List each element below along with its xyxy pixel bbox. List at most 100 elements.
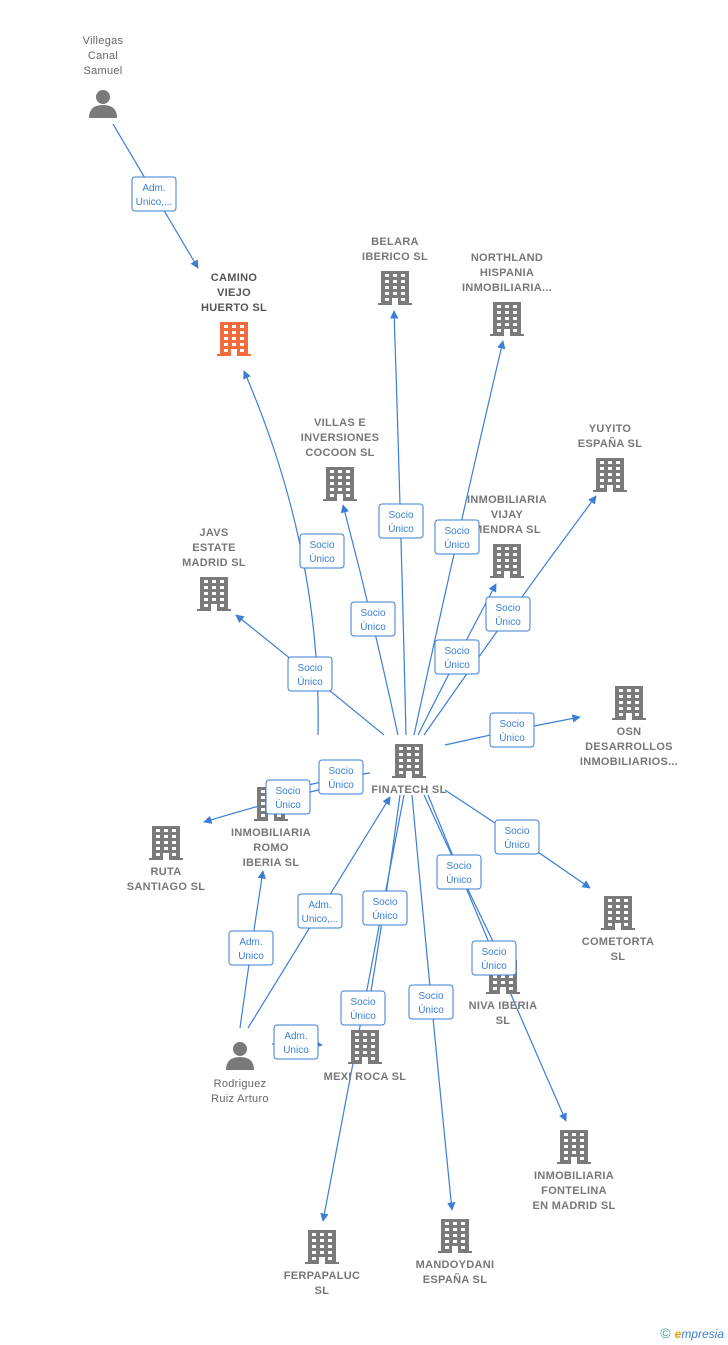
- building-icon: [438, 1219, 472, 1253]
- node-label: EN MADRID SL: [532, 1200, 615, 1212]
- relation-badge-text: Único: [388, 522, 414, 535]
- node-label: INMOBILIARIA: [231, 827, 311, 839]
- relation-badge-text: Único: [297, 675, 323, 688]
- relation-badge-text: Unico: [238, 951, 264, 962]
- node-label: JAVS: [199, 527, 228, 539]
- node-mandoydani[interactable]: MANDOYDANI ESPAÑA SL: [416, 1219, 495, 1286]
- node-northland[interactable]: NORTHLANDHISPANIAINMOBILIARIA...: [462, 252, 552, 336]
- node-label: INMOBILIARIOS...: [580, 756, 678, 768]
- building-icon-focus: [217, 322, 251, 356]
- node-label: INVERSIONES: [301, 432, 380, 444]
- node-label: HISPANIA: [480, 267, 534, 279]
- relation-badge-text: Único: [504, 838, 530, 851]
- node-osn[interactable]: OSN DESARROLLOS INMOBILIARIOS...: [580, 686, 678, 768]
- relation-badge-text: Socio: [309, 540, 334, 551]
- node-label: FINATECH SL: [371, 784, 446, 796]
- relation-badge[interactable]: Adm.Unico,...: [297, 893, 343, 929]
- node-label: INMOBILIARIA: [467, 494, 547, 506]
- node-label: CAMINO: [211, 272, 258, 284]
- relation-badge-text: Unico,...: [136, 197, 173, 208]
- relation-badge-text: Unico: [283, 1045, 309, 1056]
- node-label: COMETORTA: [582, 936, 655, 948]
- node-label: VIJAY: [491, 509, 524, 521]
- node-belara[interactable]: BELARA IBERICO SL: [362, 236, 428, 305]
- node-label: RUTA: [151, 866, 182, 878]
- relation-badge[interactable]: Adm. Unico: [228, 930, 274, 966]
- node-label: NIVA IBERIA: [469, 1000, 538, 1012]
- node-yuyito[interactable]: YUYITO ESPAÑA SL: [578, 423, 642, 492]
- node-label: HUERTO SL: [201, 302, 267, 314]
- relation-badge-text: Socio: [388, 510, 413, 521]
- relation-badge-text: Único: [309, 552, 335, 565]
- node-label: ESTATE: [192, 542, 236, 554]
- relation-badge-text: Único: [495, 615, 521, 628]
- relation-badge-text: Socio: [444, 646, 469, 657]
- node-label: INMOBILIARIA...: [462, 282, 552, 294]
- node-label: VIEJO: [217, 287, 251, 299]
- node-label: MANDOYDANI: [416, 1259, 495, 1271]
- node-label: SL: [496, 1015, 511, 1027]
- relation-badge-text: Socio: [481, 947, 506, 958]
- node-finatech[interactable]: FINATECH SL: [371, 744, 446, 796]
- node-label: BELARA: [371, 236, 419, 248]
- node-label: OSN: [617, 726, 642, 738]
- relation-badge-text: Adm.: [284, 1031, 307, 1042]
- person-icon: [226, 1042, 254, 1070]
- relation-badge-text: Socio: [495, 603, 520, 614]
- node-label: ESPAÑA SL: [423, 1273, 487, 1286]
- node-label: ESPAÑA SL: [578, 437, 642, 450]
- node-ruta[interactable]: RUTA SANTIAGO SL: [127, 826, 205, 893]
- relation-badge-text: Socio: [360, 608, 385, 619]
- node-javs[interactable]: JAVS ESTATE MADRID SL: [182, 527, 246, 611]
- node-label: Samuel: [83, 65, 122, 77]
- relation-badge-text: Socio: [499, 719, 524, 730]
- node-label: DESARROLLOS: [585, 741, 673, 753]
- node-label: MADRID SL: [182, 557, 246, 569]
- node-label: IBERICO SL: [362, 251, 428, 263]
- node-label: YUYITO: [589, 423, 632, 435]
- building-icon: [378, 271, 412, 305]
- relation-badge-text: Socio: [275, 786, 300, 797]
- relation-badge-text: Único: [372, 909, 398, 922]
- node-label: SANTIAGO SL: [127, 881, 205, 893]
- node-label: SL: [315, 1285, 330, 1297]
- relation-badge[interactable]: Adm.Unico,...: [131, 176, 177, 212]
- node-camino[interactable]: CAMINO VIEJO HUERTO SL: [201, 272, 267, 356]
- node-label: IBERIA SL: [243, 857, 300, 869]
- node-label: FONTELINA: [541, 1185, 607, 1197]
- brand-footer: ©empresia: [660, 1325, 724, 1341]
- node-mexiroca[interactable]: MEXI ROCA SL: [324, 1030, 407, 1083]
- relation-badge-text: Único: [418, 1003, 444, 1016]
- relation-badge-text: Socio: [504, 826, 529, 837]
- building-icon: [197, 577, 231, 611]
- copyright-icon: ©: [660, 1325, 671, 1341]
- relation-badge[interactable]: Adm. Unico: [273, 1024, 319, 1060]
- building-icon: [149, 826, 183, 860]
- relation-badge-text: Adm.: [239, 937, 262, 948]
